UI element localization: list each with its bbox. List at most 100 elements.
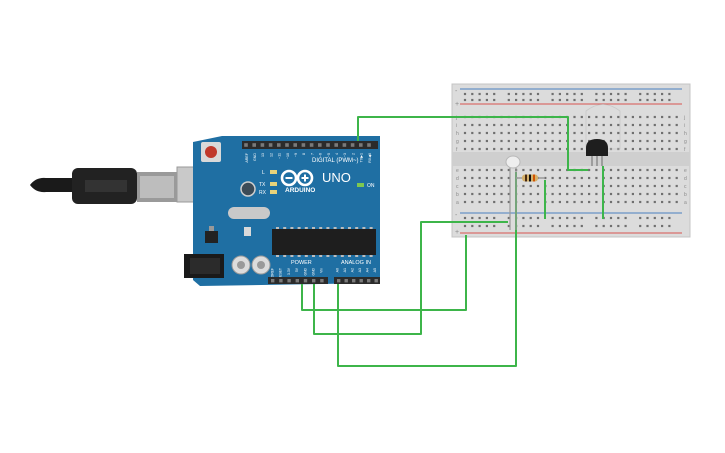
- breadboard-hole[interactable]: [631, 168, 634, 172]
- breadboard-hole[interactable]: [617, 139, 620, 143]
- breadboard-hole[interactable]: [463, 139, 467, 143]
- breadboard-hole[interactable]: [566, 200, 569, 204]
- analog-pin-hole[interactable]: [344, 279, 348, 283]
- bottom-pin-holes[interactable]: [271, 279, 378, 283]
- breadboard-hole[interactable]: [617, 123, 620, 127]
- breadboard-hole[interactable]: [675, 192, 678, 196]
- breadboard-hole[interactable]: [661, 139, 664, 143]
- breadboard-hole[interactable]: [588, 200, 591, 204]
- breadboard-hole[interactable]: [463, 98, 467, 102]
- breadboard-hole[interactable]: [485, 184, 488, 188]
- breadboard-hole[interactable]: [609, 131, 613, 135]
- power-pin-hole[interactable]: [287, 279, 291, 283]
- digital-pin-hole[interactable]: [277, 143, 281, 147]
- breadboard-hole[interactable]: [478, 98, 481, 102]
- breadboard-hole[interactable]: [507, 168, 510, 172]
- breadboard-hole[interactable]: [500, 139, 503, 143]
- breadboard-hole[interactable]: [595, 184, 598, 188]
- breadboard-hole[interactable]: [675, 123, 678, 127]
- breadboard-hole[interactable]: [544, 147, 547, 151]
- digital-pin-hole[interactable]: [326, 143, 330, 147]
- digital-pin-hole[interactable]: [244, 143, 248, 147]
- breadboard-hole[interactable]: [595, 98, 598, 102]
- breadboard-hole[interactable]: [507, 184, 510, 188]
- breadboard-hole[interactable]: [595, 168, 598, 172]
- breadboard-hole[interactable]: [624, 184, 627, 188]
- breadboard-hole[interactable]: [493, 200, 496, 204]
- breadboard-hole[interactable]: [675, 200, 678, 204]
- breadboard-hole[interactable]: [617, 115, 620, 119]
- breadboard-hole[interactable]: [551, 92, 554, 96]
- breadboard-hole[interactable]: [595, 123, 598, 127]
- breadboard-hole[interactable]: [529, 147, 532, 151]
- breadboard-hole[interactable]: [675, 176, 678, 180]
- breadboard-hole[interactable]: [624, 123, 627, 127]
- breadboard-hole[interactable]: [573, 131, 576, 135]
- breadboard-hole[interactable]: [580, 123, 583, 127]
- breadboard-hole[interactable]: [653, 147, 656, 151]
- breadboard-hole[interactable]: [478, 92, 481, 96]
- breadboard-hole[interactable]: [595, 192, 598, 196]
- breadboard-hole[interactable]: [646, 92, 649, 96]
- breadboard-hole[interactable]: [631, 131, 634, 135]
- breadboard-hole[interactable]: [536, 184, 540, 188]
- breadboard-hole[interactable]: [639, 200, 642, 204]
- analog-pin-hole[interactable]: [359, 279, 363, 283]
- breadboard-hole[interactable]: [580, 184, 583, 188]
- breadboard-hole[interactable]: [646, 224, 649, 228]
- breadboard-hole[interactable]: [573, 115, 576, 119]
- breadboard-hole[interactable]: [493, 123, 496, 127]
- breadboard-hole[interactable]: [529, 216, 532, 220]
- breadboard-hole[interactable]: [573, 216, 576, 220]
- power-pin-hole[interactable]: [303, 279, 308, 283]
- breadboard-hole[interactable]: [602, 98, 605, 102]
- breadboard-hole[interactable]: [507, 123, 510, 127]
- breadboard-hole[interactable]: [500, 147, 503, 151]
- breadboard-hole[interactable]: [668, 98, 671, 102]
- breadboard-hole[interactable]: [624, 192, 627, 196]
- breadboard-hole[interactable]: [507, 224, 510, 228]
- breadboard-hole[interactable]: [675, 139, 678, 143]
- breadboard-hole[interactable]: [661, 123, 664, 127]
- breadboard-hole[interactable]: [580, 192, 583, 196]
- breadboard-hole[interactable]: [573, 176, 576, 180]
- breadboard-hole[interactable]: [500, 131, 503, 135]
- breadboard-hole[interactable]: [515, 123, 518, 127]
- breadboard-hole[interactable]: [544, 168, 547, 172]
- breadboard-hole[interactable]: [507, 131, 510, 135]
- breadboard-hole[interactable]: [536, 147, 540, 151]
- breadboard-hole[interactable]: [624, 139, 627, 143]
- breadboard-hole[interactable]: [471, 123, 474, 127]
- breadboard-hole[interactable]: [624, 92, 627, 96]
- breadboard-hole[interactable]: [653, 131, 656, 135]
- breadboard-hole[interactable]: [536, 168, 540, 172]
- resistor[interactable]: [516, 174, 545, 182]
- breadboard-hole[interactable]: [507, 92, 510, 96]
- breadboard-hole[interactable]: [485, 139, 488, 143]
- breadboard-hole[interactable]: [558, 168, 561, 172]
- breadboard-hole[interactable]: [668, 139, 671, 143]
- breadboard-hole[interactable]: [515, 131, 518, 135]
- breadboard-hole[interactable]: [478, 123, 481, 127]
- breadboard-hole[interactable]: [653, 98, 656, 102]
- breadboard-hole[interactable]: [471, 98, 474, 102]
- breadboard-hole[interactable]: [573, 123, 576, 127]
- breadboard-hole[interactable]: [478, 176, 481, 180]
- breadboard-hole[interactable]: [617, 168, 620, 172]
- breadboard-hole[interactable]: [580, 98, 583, 102]
- breadboard-hole[interactable]: [661, 224, 664, 228]
- breadboard-hole[interactable]: [558, 131, 561, 135]
- breadboard-hole[interactable]: [639, 115, 642, 119]
- breadboard-hole[interactable]: [471, 200, 474, 204]
- breadboard-hole[interactable]: [529, 92, 532, 96]
- breadboard-hole[interactable]: [463, 192, 467, 196]
- breadboard-hole[interactable]: [478, 147, 481, 151]
- breadboard-hole[interactable]: [588, 176, 591, 180]
- breadboard-hole[interactable]: [580, 224, 583, 228]
- usb-cable[interactable]: [30, 168, 177, 204]
- breadboard-hole[interactable]: [668, 92, 671, 96]
- breadboard-hole[interactable]: [551, 123, 554, 127]
- breadboard-hole[interactable]: [573, 184, 576, 188]
- breadboard-hole[interactable]: [668, 115, 671, 119]
- breadboard-hole[interactable]: [493, 98, 496, 102]
